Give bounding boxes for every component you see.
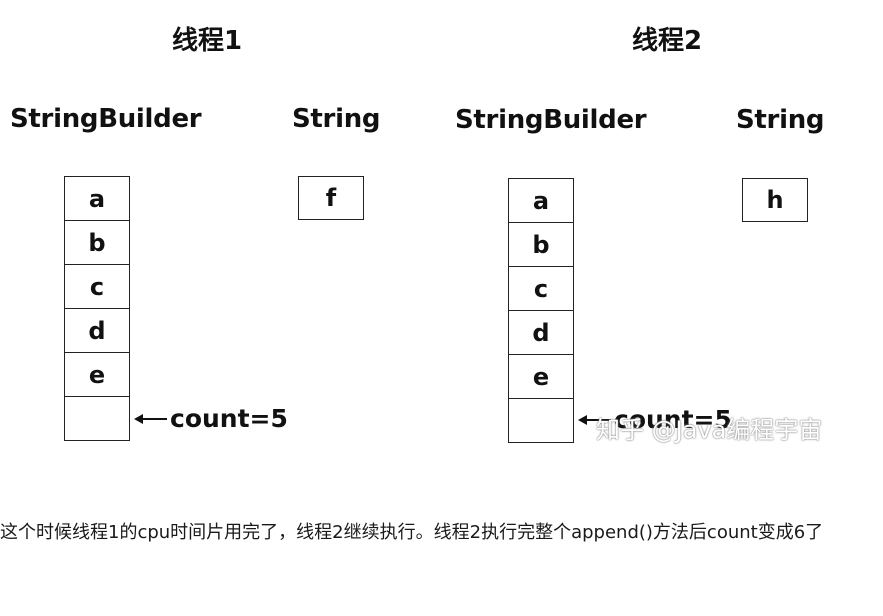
thread2-string-label: String <box>736 105 825 135</box>
left-arrow-icon <box>134 413 167 424</box>
thread1-cell: a <box>64 176 130 221</box>
thread2-string-box: h <box>742 178 808 222</box>
caption-text: 这个时候线程1的cpu时间片用完了，线程2继续执行。线程2执行完整个append… <box>0 522 824 543</box>
thread2-count-pointer: count=5 <box>578 405 732 434</box>
thread1-cell: d <box>64 309 130 353</box>
thread1-title: 线程1 <box>172 26 243 56</box>
thread2-cell: b <box>508 223 574 267</box>
thread1-cell: b <box>64 221 130 265</box>
thread1-cell: e <box>64 353 130 397</box>
thread1-stringbuilder-label: StringBuilder <box>10 104 202 134</box>
thread2-stringbuilder-array: a b c d e <box>508 178 574 443</box>
thread2-count-label: count=5 <box>614 405 732 434</box>
thread1-stringbuilder-array: a b c d e <box>64 176 130 441</box>
thread1-cell: c <box>64 265 130 309</box>
thread2-cell: d <box>508 311 574 355</box>
thread2-title: 线程2 <box>632 26 703 56</box>
left-arrow-icon <box>578 414 611 425</box>
thread1-cell-empty <box>64 397 130 441</box>
thread2-cell: e <box>508 355 574 399</box>
thread1-count-pointer: count=5 <box>134 404 288 433</box>
thread2-stringbuilder-label: StringBuilder <box>455 105 647 135</box>
thread1-string-box: f <box>298 176 364 220</box>
thread2-cell: c <box>508 267 574 311</box>
thread1-string-label: String <box>292 104 381 134</box>
thread1-count-label: count=5 <box>170 404 288 433</box>
watermark: 知乎 @Java编程宇宙 <box>596 416 823 444</box>
thread2-cell-empty <box>508 399 574 443</box>
thread2-cell: a <box>508 178 574 223</box>
